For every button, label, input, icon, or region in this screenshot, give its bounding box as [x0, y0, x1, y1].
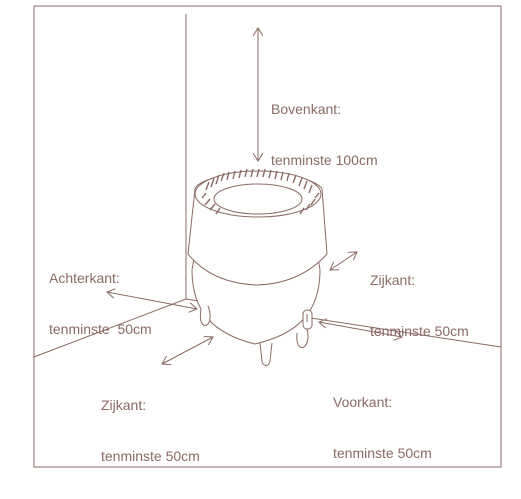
right-side-clearance-label: Zijkant: tenminste 50cm: [370, 238, 469, 374]
left-side-clearance-requirement: tenminste 50cm: [101, 448, 200, 464]
vent-slats-icon: [201, 168, 320, 215]
left-side-clearance-title: Zijkant:: [101, 397, 147, 413]
clearance-diagram: Bovenkant: tenminste 100cm Achterkant: t…: [33, 5, 502, 468]
humidifier-icon: [187, 168, 328, 366]
top-clearance-title: Bovenkant:: [271, 101, 342, 117]
front-clearance-title: Voorkant:: [333, 394, 393, 410]
top-clearance-label: Bovenkant: tenminste 100cm: [271, 67, 378, 203]
right-side-clearance-title: Zijkant:: [370, 272, 416, 288]
back-clearance-label: Achterkant: tenminste 50cm: [49, 236, 152, 372]
right-side-clearance-requirement: tenminste 50cm: [370, 323, 469, 339]
right-foot-icon: [296, 328, 309, 348]
center-foot-icon: [259, 342, 273, 366]
left-foot-icon: [199, 305, 211, 326]
right-side-clearance-arrow-icon: [330, 252, 357, 270]
back-clearance-arrow-icon: [107, 292, 197, 309]
front-clearance-label: Voorkant: tenminste 50cm: [333, 360, 432, 496]
front-clearance-requirement: tenminste 50cm: [333, 445, 432, 461]
diagram-border: [33, 5, 502, 468]
left-side-clearance-arrow-icon: [162, 337, 213, 364]
back-clearance-requirement: tenminste 50cm: [49, 321, 152, 337]
back-clearance-title: Achterkant:: [49, 270, 120, 286]
front-clearance-arrow-icon: [319, 322, 402, 337]
placement-illustration: [33, 5, 502, 468]
left-side-clearance-label: Zijkant: tenminste 50cm: [101, 363, 200, 499]
top-clearance-requirement: tenminste 100cm: [271, 152, 378, 168]
humidifier-water-opening-icon: [213, 183, 303, 215]
